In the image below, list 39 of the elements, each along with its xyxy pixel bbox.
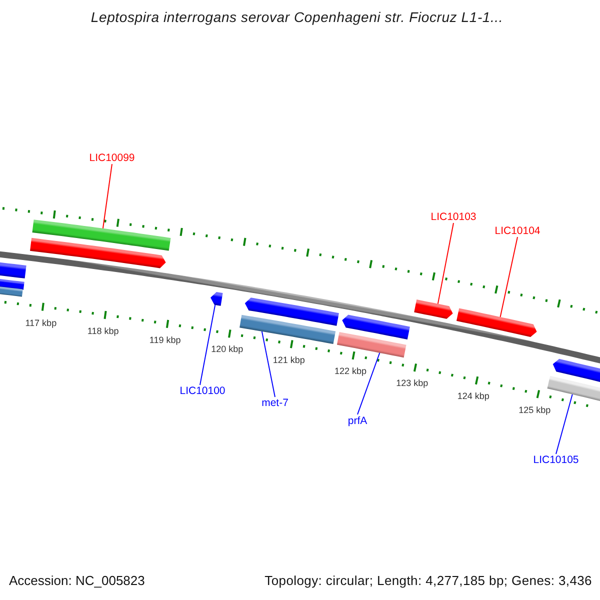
gene-bar (0, 279, 24, 290)
gene-feature (552, 358, 600, 382)
gene-bar (32, 220, 171, 251)
gene-feature (244, 298, 339, 326)
gene-bar (336, 332, 406, 358)
scale-label: 125 kbp (518, 404, 551, 415)
diagram-title: Leptospira interrogans serovar Copenhageni str. Fiocruz L1-1... (90, 8, 504, 25)
leader-line (437, 222, 454, 304)
gene-feature (456, 308, 537, 337)
gene-label: prfA (348, 414, 368, 427)
gene-label: LIC10099 (89, 152, 135, 164)
leader-line (102, 164, 112, 229)
scale-label: 120 kbp (211, 344, 244, 355)
gene-feature (30, 238, 166, 268)
leader-line (556, 394, 573, 454)
leader-line (357, 352, 380, 415)
scale-label: 123 kbp (396, 378, 428, 388)
gene-bar (0, 262, 26, 278)
gene-feature (210, 292, 223, 306)
gene-label: LIC10104 (494, 224, 540, 238)
gene-label: LIC10105 (533, 454, 579, 466)
scale-label: 118 kbp (87, 326, 119, 336)
gene-feature (414, 300, 453, 319)
gene-label: LIC10103 (430, 210, 476, 224)
scale-label: 117 kbp (25, 318, 57, 328)
accession-text: Accession: NC_005823 (9, 574, 145, 589)
gene-bar (240, 314, 336, 344)
gene-label: met-7 (262, 396, 288, 410)
gene-bar (0, 286, 23, 297)
genome-info-text: Topology: circular; Length: 4,277,185 bp; Genes: 3,436 (264, 574, 592, 589)
scale-label: 122 kbp (334, 366, 367, 376)
gene-bar (547, 376, 600, 401)
gene-label: LIC10100 (180, 384, 226, 398)
leader-line (500, 236, 518, 318)
gene-feature (342, 314, 410, 340)
scale-label: 119 kbp (149, 334, 181, 345)
scale-label: 124 kbp (457, 390, 490, 402)
scale-label: 121 kbp (272, 354, 305, 366)
leader-line (200, 304, 216, 386)
